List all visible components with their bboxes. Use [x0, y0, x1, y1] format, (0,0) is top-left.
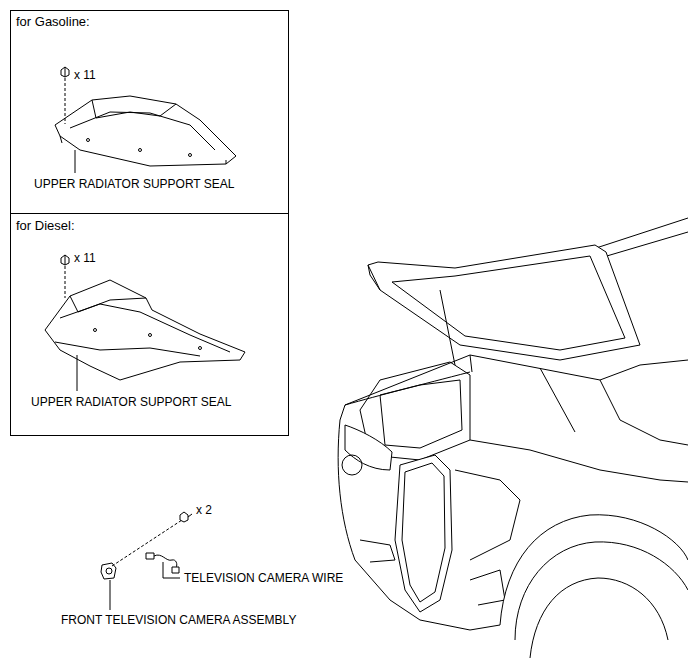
part-name: FRONT TELEVISION CAMERA ASSEMBLY [61, 613, 296, 627]
bolt-symbol [61, 255, 69, 265]
part-name: x 2 [196, 503, 212, 517]
bolt-symbol [180, 512, 192, 522]
leader-line [163, 562, 164, 578]
leader-line [77, 355, 78, 391]
gasoline-seal [55, 96, 236, 166]
variant-box: for Gasoline: x 11 UPPER RADIATOR SUPPORT … [10, 10, 289, 214]
bolt-symbol [61, 67, 69, 77]
leader-line [110, 580, 111, 610]
label-text: UPPER RADIATOR SUPPORT SEAL [34, 177, 235, 191]
part-name: TELEVISION CAMERA WIRE [184, 571, 343, 585]
vehicle-drawing [338, 218, 688, 658]
install-line [65, 266, 66, 298]
diesel-seal [45, 280, 245, 380]
install-line [112, 520, 182, 566]
label-text: UPPER RADIATOR SUPPORT SEAL [31, 395, 232, 409]
install-line [65, 78, 66, 124]
label-text: x 11 [74, 68, 96, 82]
label-text: for Diesel: [16, 219, 75, 233]
label-text: x 11 [74, 251, 96, 265]
label-text: for Gasoline: [16, 15, 90, 29]
leader-line [75, 150, 76, 173]
leader-line [163, 578, 180, 579]
variant-box: for Diesel: x 11 UPPER RADIATOR SUPPORT SE… [10, 213, 289, 436]
